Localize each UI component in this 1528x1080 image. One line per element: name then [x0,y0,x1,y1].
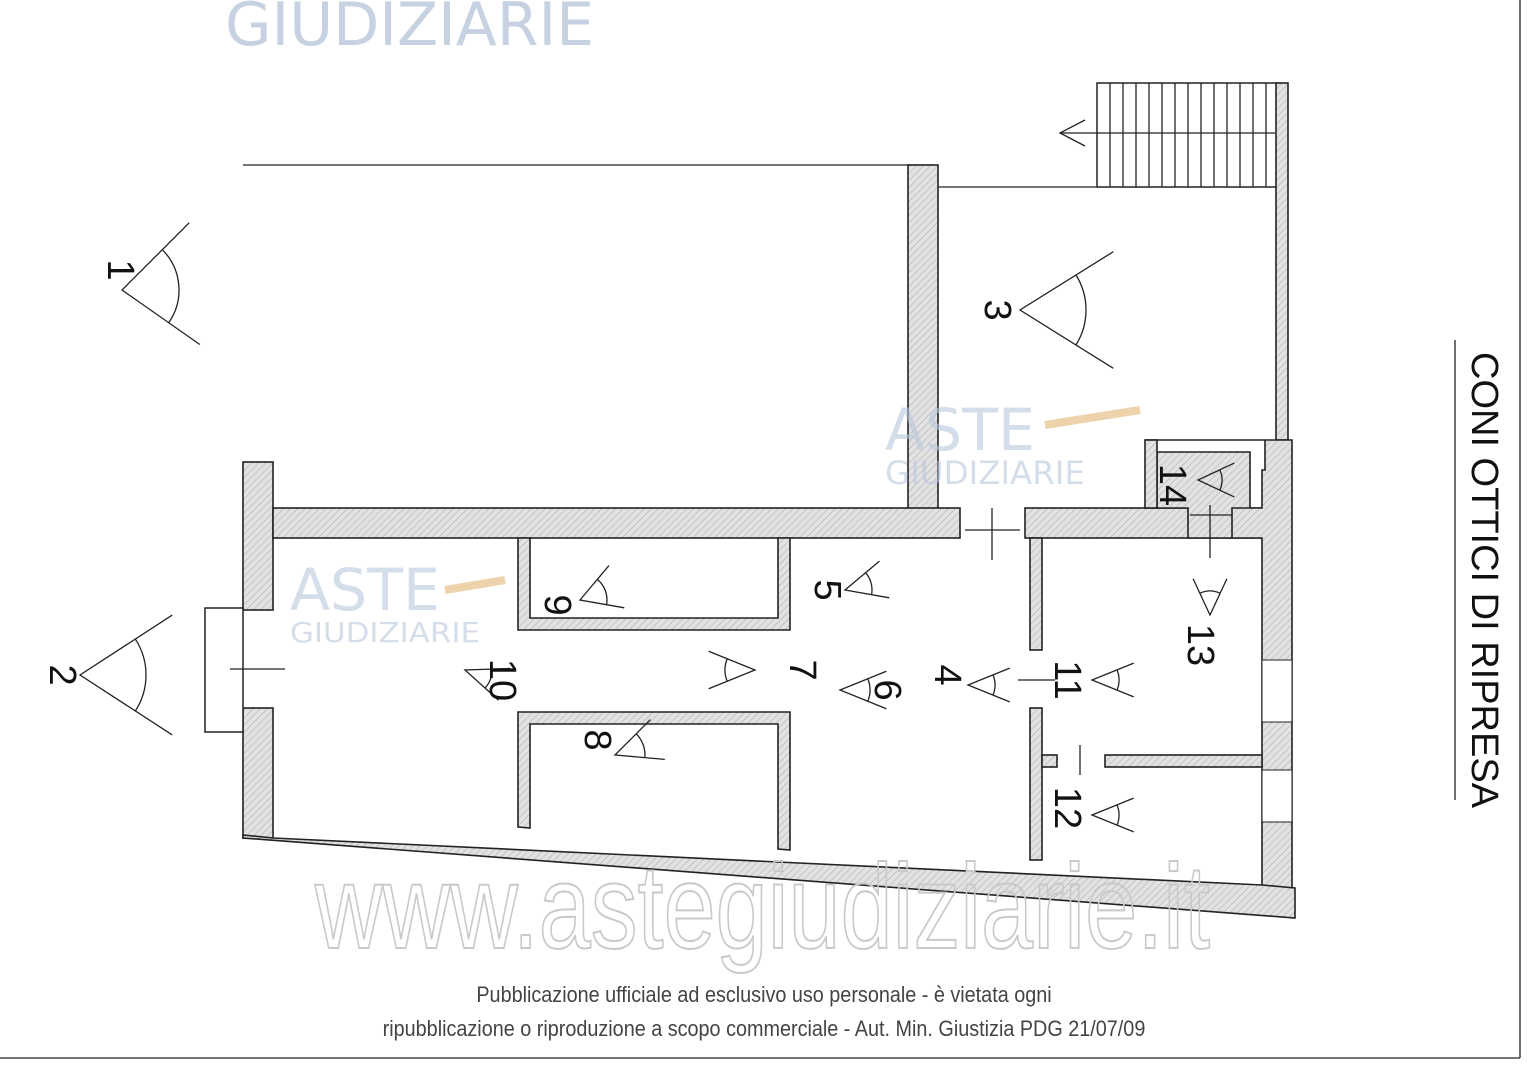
staircase [1058,82,1278,188]
svg-text:GIUDIZIARIE: GIUDIZIARIE [290,616,480,649]
camera-cone-13: 13 [1179,578,1228,666]
camera-cone-6: 6 [838,670,908,710]
camera-label: 5 [806,579,848,600]
walls [204,82,1296,919]
watermark-top: GIUDIZIARIE [225,0,594,60]
camera-cone-1: 1 [99,222,201,346]
camera-cone-14: 14 [1151,462,1235,506]
camera-label: 4 [926,664,968,685]
camera-label: 9 [536,594,578,615]
camera-label: 7 [781,659,823,680]
camera-cone-5: 5 [806,560,890,601]
camera-cone-4: 4 [926,664,1010,703]
camera-cone-11: 11 [1046,660,1134,700]
camera-label: 1 [99,259,141,280]
camera-label: 12 [1046,787,1088,829]
svg-text:ASTE: ASTE [885,396,1035,464]
camera-label: 8 [576,729,618,750]
watermark-logo: ASTE GIUDIZIARIE ASTE GIUDIZIARIE [290,396,1141,649]
camera-label: 13 [1179,624,1221,666]
footer-line-1: Pubblicazione ufficiale ad esclusivo uso… [476,982,1052,1007]
camera-cone-9: 9 [536,565,625,616]
footer-line-2: ripubblicazione o riproduzione a scopo c… [382,1016,1146,1041]
svg-text:ASTE: ASTE [290,556,440,624]
camera-cone-7: 7 [708,650,823,690]
camera-label: 6 [866,679,908,700]
camera-label: 10 [481,659,523,701]
camera-label: 11 [1046,660,1088,699]
camera-cone-3: 3 [976,251,1114,369]
camera-label: 3 [976,299,1018,320]
svg-text:GIUDIZIARIE: GIUDIZIARIE [885,454,1085,492]
camera-cone-2: 2 [41,614,173,736]
watermark-url: www.astegiudiziarie.it [314,840,1210,974]
camera-label: 2 [41,664,83,685]
legend-title: CONI OTTICI DI RIPRESA [1463,352,1505,809]
camera-cone-8: 8 [576,719,665,761]
camera-cone-12: 12 [1046,787,1134,833]
camera-cone-10: 10 [463,659,523,701]
camera-label: 14 [1151,464,1193,506]
